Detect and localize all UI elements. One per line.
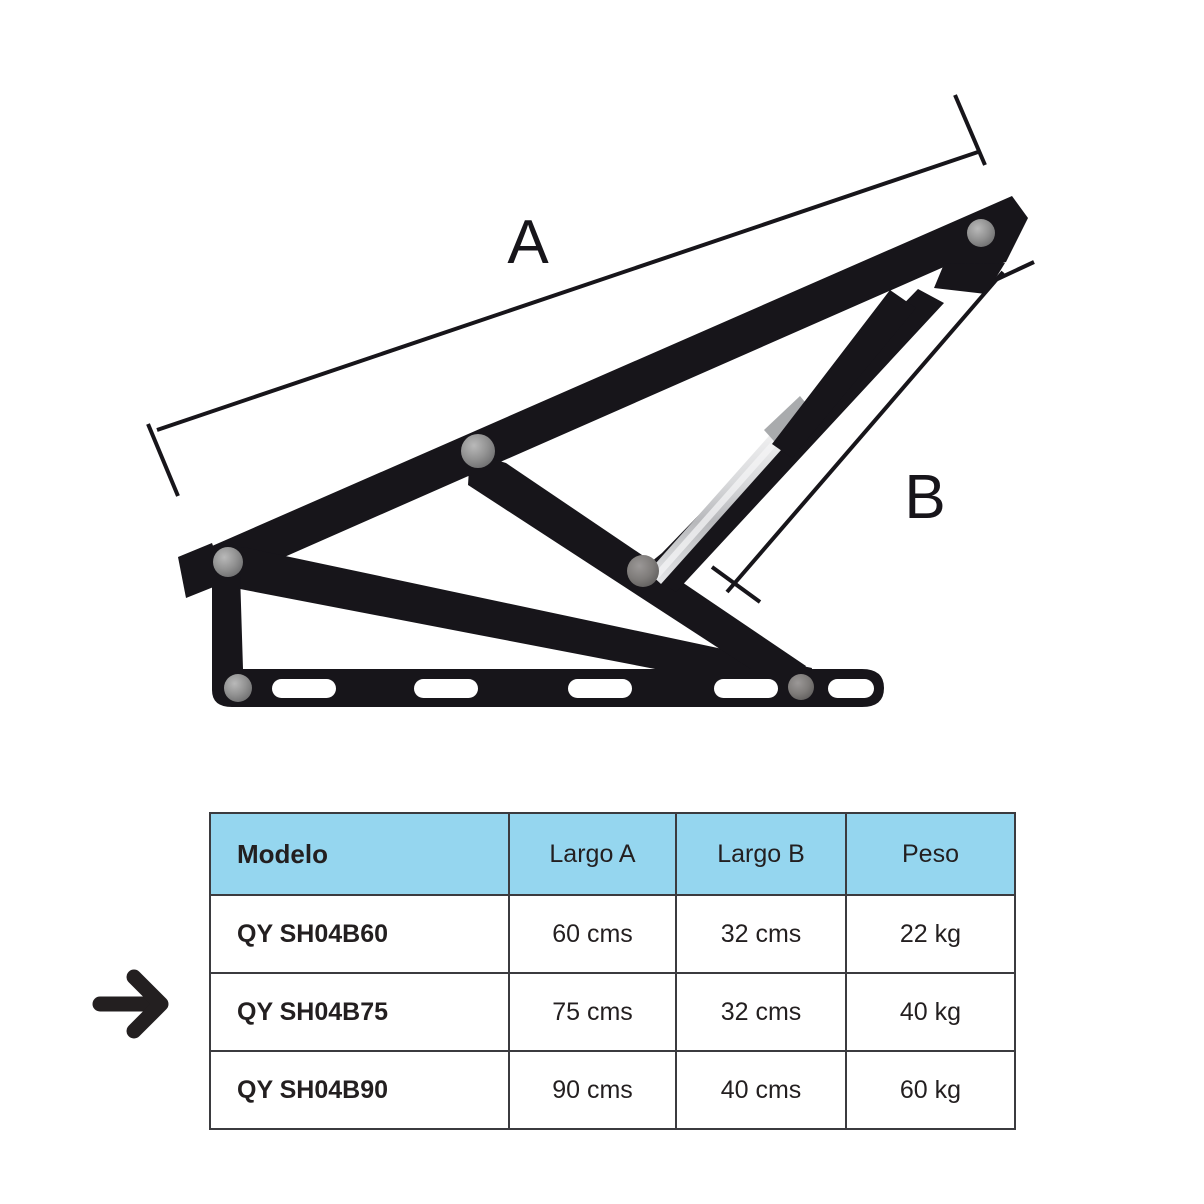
column-header-largo-a: Largo A bbox=[508, 812, 677, 896]
mounting-slots bbox=[272, 679, 874, 698]
cell-largo-b: 32 cms bbox=[675, 972, 847, 1052]
column-header-peso: Peso bbox=[845, 812, 1016, 896]
right-arrow-icon bbox=[88, 963, 180, 1045]
cell-largo-b: 40 cms bbox=[675, 1050, 847, 1130]
mounting-slot bbox=[414, 679, 478, 698]
cell-largo-b: 32 cms bbox=[675, 894, 847, 974]
table-row: QY SH04B75 75 cms 32 cms 40 kg bbox=[209, 972, 1016, 1052]
specifications-table-container: Modelo Largo A Largo B Peso QY SH04B60 6… bbox=[209, 812, 1016, 1130]
rivet-base-left bbox=[224, 674, 252, 702]
gas-spring bbox=[648, 290, 916, 584]
product-diagram: A B bbox=[146, 94, 1035, 707]
cell-model: QY SH04B60 bbox=[209, 894, 510, 974]
cell-peso: 22 kg bbox=[845, 894, 1016, 974]
cell-peso: 60 kg bbox=[845, 1050, 1016, 1130]
cell-largo-a: 60 cms bbox=[508, 894, 677, 974]
rivet-spring-base bbox=[627, 555, 659, 587]
mounting-slot bbox=[714, 679, 778, 698]
mounting-slot bbox=[272, 679, 336, 698]
arrow-glyph bbox=[92, 969, 169, 1039]
rivet-base-right bbox=[788, 674, 814, 700]
column-header-largo-b: Largo B bbox=[675, 812, 847, 896]
table-row: QY SH04B60 60 cms 32 cms 22 kg bbox=[209, 894, 1016, 974]
specifications-table: Modelo Largo A Largo B Peso QY SH04B60 6… bbox=[209, 812, 1016, 1130]
mechanism-illustration: A B bbox=[146, 94, 1035, 707]
rod-highlight bbox=[652, 434, 783, 580]
dimension-label-a: A bbox=[507, 208, 549, 277]
pivot-rivets bbox=[213, 219, 995, 702]
mounting-slot bbox=[568, 679, 632, 698]
cell-largo-a: 75 cms bbox=[508, 972, 677, 1052]
rivet-arm-tip bbox=[967, 219, 995, 247]
cell-model: QY SH04B75 bbox=[209, 972, 510, 1052]
mounting-slot bbox=[828, 679, 874, 698]
cylinder-body bbox=[772, 290, 916, 458]
upper-arm bbox=[196, 196, 1028, 588]
table-row: QY SH04B90 90 cms 40 cms 60 kg bbox=[209, 1050, 1016, 1130]
rivet-left-pivot bbox=[213, 547, 243, 577]
dimension-line-a bbox=[146, 94, 987, 497]
cell-peso: 40 kg bbox=[845, 972, 1016, 1052]
base-rail bbox=[212, 573, 884, 707]
dimension-label-b: B bbox=[904, 463, 945, 532]
cell-largo-a: 90 cms bbox=[508, 1050, 677, 1130]
table-header-row: Modelo Largo A Largo B Peso bbox=[209, 812, 1016, 896]
diagonal-strut bbox=[214, 547, 812, 698]
cell-model: QY SH04B90 bbox=[209, 1050, 510, 1130]
rivet-centre-pivot bbox=[461, 434, 495, 468]
column-header-model: Modelo bbox=[209, 812, 510, 896]
